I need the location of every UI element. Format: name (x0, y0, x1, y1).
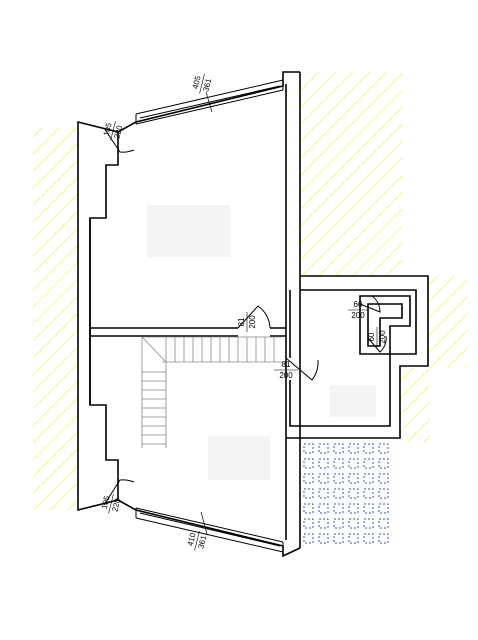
dim-window-bottom-height: 361 (196, 534, 208, 550)
terrace-tile (348, 488, 359, 499)
terrace-tile (378, 458, 389, 469)
terrace-tile (318, 533, 329, 544)
dim-door-hall: 81 200 (274, 360, 298, 380)
exterior-hatching (33, 72, 468, 510)
hatch-right-lower (400, 368, 430, 442)
dim-window-bottom-width: 410 (186, 531, 198, 547)
hatch-left (33, 128, 78, 510)
dim-window-left-upper-height: 220 (112, 124, 124, 140)
window-top (135, 79, 284, 125)
terrace-tile (348, 503, 359, 514)
dim-window-left-upper: 105 220 (102, 120, 124, 141)
dim-door-internal: 81 200 (237, 312, 257, 332)
terrace-tile (378, 533, 389, 544)
dim-window-left-lower-height: 220 (110, 497, 122, 513)
terrace-tile (318, 458, 329, 469)
dim-window-bottom: 410 361 (186, 530, 208, 551)
dim-door-hall-height: 200 (279, 371, 293, 380)
terrace-tile (363, 518, 374, 529)
terrace-tile (348, 473, 359, 484)
door-swings (103, 127, 387, 506)
terrace-tile (303, 518, 314, 529)
divider-wall (90, 327, 286, 337)
terrace-tile (363, 503, 374, 514)
hatch-right-upper (300, 72, 402, 276)
room-label-upper (147, 205, 231, 257)
terrace-tile (378, 443, 389, 454)
dim-window-left-lower: 105 220 (100, 493, 122, 514)
terrace-tile (333, 488, 344, 499)
dimension-labels: 405 361 105 220 81 200 81 200 60 200 60 … (100, 73, 387, 551)
window-bottom (135, 507, 284, 553)
terrace-tile (333, 473, 344, 484)
terrace-tile (303, 458, 314, 469)
terrace-tile (378, 488, 389, 499)
terrace-tile (303, 488, 314, 499)
dim-door-small-lower-width: 60 (367, 332, 376, 341)
terrace-tile (318, 443, 329, 454)
terrace-tile (378, 518, 389, 529)
terrace-tile (333, 443, 344, 454)
terrace-tile (318, 518, 329, 529)
staircase (141, 336, 282, 448)
dim-door-internal-width: 81 (237, 317, 246, 326)
terrace-tile (378, 473, 389, 484)
terrace-tile (378, 503, 389, 514)
terrace-tile (303, 473, 314, 484)
door-small-lower (367, 335, 387, 353)
door-small-upper (359, 295, 381, 313)
terrace-tile (318, 473, 329, 484)
room-label-hall (330, 385, 376, 417)
terrace-tile (318, 503, 329, 514)
terrace-tile (333, 533, 344, 544)
dim-door-small-lower: 60 200 (367, 327, 387, 347)
walls (77, 71, 429, 558)
annex-outer (286, 275, 429, 439)
dim-window-left-upper-width: 105 (102, 121, 114, 137)
room-labels (147, 205, 376, 480)
terrace-tile (303, 443, 314, 454)
dim-door-small-upper: 60 200 (348, 300, 368, 320)
dim-door-small-upper-height: 200 (351, 311, 365, 320)
door-hall (285, 357, 319, 381)
windows (135, 79, 284, 553)
terrace-tile (348, 518, 359, 529)
terrace-tile (363, 533, 374, 544)
terrace-tile (348, 443, 359, 454)
door-internal (237, 305, 271, 329)
hatch-right-middle (428, 276, 468, 368)
terrace-tile (318, 488, 329, 499)
dim-window-top-width: 405 (191, 74, 203, 90)
dim-window-left-lower-width: 105 (100, 494, 112, 510)
stair-step (141, 336, 167, 363)
terrace-tile (363, 458, 374, 469)
terrace-tile (348, 533, 359, 544)
terrace-tile (333, 518, 344, 529)
tiled-terrace (303, 443, 389, 544)
terrace-tile (348, 458, 359, 469)
terrace-tile (363, 488, 374, 499)
dim-window-top: 405 361 (191, 73, 213, 94)
terrace-tile (303, 533, 314, 544)
bottom-wall (117, 499, 301, 558)
dim-door-small-upper-width: 60 (354, 300, 363, 309)
terrace-tile (333, 458, 344, 469)
terrace-tile (363, 443, 374, 454)
terrace-tile (363, 473, 374, 484)
terrace-tile (333, 503, 344, 514)
dim-door-internal-height: 200 (248, 315, 257, 329)
wc-block (359, 295, 411, 355)
dim-door-small-lower-height: 200 (378, 330, 387, 344)
door-left-lower (103, 479, 135, 506)
dim-door-hall-width: 81 (282, 360, 291, 369)
door-left-upper (103, 127, 135, 153)
outer-wall (77, 120, 119, 512)
room-label-lower (208, 436, 270, 480)
terrace-tile (303, 503, 314, 514)
dim-window-top-height: 361 (201, 77, 213, 93)
